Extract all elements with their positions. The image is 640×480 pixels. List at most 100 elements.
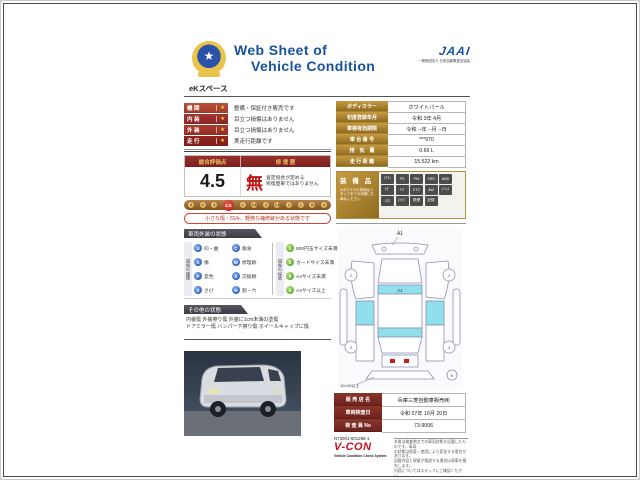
- scale-grade-dot: 3: [262, 202, 269, 208]
- rating-rows: 機 関 ★ 整備・保証付き販売です 内 装 ★ 目立つ損傷はありません 外: [184, 103, 331, 147]
- star-icon: ★: [216, 127, 225, 133]
- scale-grade-dot: 3.5: [251, 202, 258, 208]
- damage-type-text: さび: [204, 288, 214, 294]
- vehicle-photo: [184, 351, 301, 436]
- rating-description: 実走行距離です: [234, 139, 273, 145]
- damage-degree-item: 4 A4サイズ以上: [286, 285, 337, 295]
- sheet-title-line2: Vehicle Condition: [251, 58, 376, 74]
- damage-type-item: U 凹・曲: [194, 243, 218, 253]
- damage-code-icon: A: [194, 258, 202, 266]
- rating-label-text: 機 関: [187, 106, 200, 112]
- wheel-mark: 3: [448, 345, 451, 350]
- equipment-badge: PW: [410, 174, 423, 184]
- spec-value: 15,522 km: [388, 156, 466, 168]
- equipment-box: 装 備 品 ※おクルマの詳細はスタッフまでお気軽にお尋ねください ｴｱｺﾝ PS…: [336, 171, 466, 219]
- scale-grade-dot: 2.5: [274, 202, 281, 208]
- rating-description: 目立つ損傷はありません: [234, 128, 295, 134]
- disclaimer-line: 内容についてはスタッフにご確認ください。: [394, 468, 463, 478]
- degree-code-icon: 4: [286, 286, 294, 294]
- star-icon: ★: [216, 116, 225, 122]
- damage-types-col1: U 凹・曲 A 傷 P 変色 S さび: [194, 243, 218, 299]
- spec-label: 車検有効期限: [336, 123, 388, 134]
- disclaimer-line: 記載内容と現車が相違する場合は現車を優先します。: [394, 459, 467, 468]
- spec-row: ボディカラー ホワイトパール: [336, 101, 466, 113]
- degree-text: A4サイズ未満: [296, 274, 326, 280]
- score-note-bubble: 小さな傷・凹み、軽微な補修跡がある状態です: [184, 213, 331, 224]
- rating-row: 外 装 ★ 目立つ損傷はありません: [184, 125, 331, 135]
- sheet-content: ★ Web Sheet of Vehicle Condition JAAI 一般…: [184, 39, 471, 479]
- rating-label: 外 装 ★: [184, 125, 228, 135]
- scale-grade-dot: 4: [239, 202, 246, 208]
- damage-type-item: W 修理跡: [232, 257, 256, 267]
- spec-row: 排 気 量 0.66 L: [336, 145, 466, 157]
- rating-description: 目立つ損傷はありません: [234, 117, 295, 123]
- emblem-ribbon: [198, 72, 220, 77]
- equipment-note: ※おクルマの詳細はスタッフまでお気軽にお尋ねください: [340, 188, 374, 201]
- damage-type-text: 割・穴: [242, 288, 257, 294]
- degree-code-icon: 3: [286, 272, 294, 280]
- rating-description: 整備・保証付き販売です: [234, 106, 295, 112]
- section-tab-other: その他の状態: [184, 305, 248, 314]
- sales-row: 車両検査日 令和 07年 10月 20日: [334, 406, 466, 420]
- damage-code-icon: W: [232, 258, 240, 266]
- scale-grade-dot: 6: [199, 202, 206, 208]
- damage-degree-item: 1 500円玉サイズ未満: [286, 243, 337, 253]
- scale-grade-dot: 4.5: [222, 199, 234, 211]
- repair-history-value: 無: [246, 174, 263, 193]
- equipment-badge: ABS: [439, 174, 452, 184]
- vcon-logo: V-CON: [334, 441, 372, 453]
- section-divider-bottom: [184, 339, 331, 340]
- repair-history-note: 査定協会が定める 修復歴車ではありません: [266, 176, 319, 188]
- diagram-front-label: A1: [397, 231, 403, 237]
- degree-text: A4サイズ以上: [296, 288, 326, 294]
- damage-type-text: 腐食: [242, 246, 252, 252]
- damage-type-text: 傷: [204, 260, 209, 266]
- equipment-badge: AW: [424, 185, 438, 195]
- rear-damage-mark: [390, 359, 395, 363]
- other-condition-line2: ドアミラー傷 バンパー下擦り傷 ホイールキャップに傷: [186, 324, 309, 330]
- damage-type-text: 交換跡: [242, 274, 257, 280]
- section-tab-exterior: 車両外装の状態: [184, 229, 262, 238]
- repair-note-line1: 査定協会が定める: [266, 175, 305, 181]
- rating-label-text: 内 装: [187, 117, 200, 123]
- equipment-badge: ﾅﾋﾞ: [381, 185, 394, 195]
- scale-grade-dot: S: [188, 202, 194, 208]
- damage-degrees: 1 500円玉サイズ未満 2 カードサイズ未満 3 A4サイズ未満 4: [286, 243, 337, 299]
- vcon-logo-subtext: Vehicle Condition Check System: [334, 454, 387, 458]
- scale-grade-dot: 2: [286, 202, 292, 208]
- disclaimer-line: の状態は保管・使用により変化する場合があります。: [394, 449, 467, 459]
- star-icon: ★: [216, 138, 225, 144]
- score-header: 総合評価点: [185, 156, 241, 167]
- header-divider: [184, 96, 470, 97]
- degree-text: 500円玉サイズ未満: [296, 246, 338, 252]
- spec-label: 初度登録年月: [336, 112, 388, 123]
- damage-degree-label: 損傷の程度: [276, 242, 284, 296]
- legend-divider: [272, 243, 273, 295]
- damage-type-item: A 傷: [194, 257, 218, 267]
- vehicle-model-name: eKスペース: [189, 84, 228, 93]
- damage-types-col2: C 腐食 W 修理跡 X 交換跡 H 割・穴: [232, 243, 256, 299]
- equipment-badge: ETC: [410, 185, 423, 195]
- repair-history-header: 修 復 歴: [275, 159, 296, 166]
- sales-table: 販 売 店 名 兵庫三菱自動車販売㈱ 車両検査日 令和 07年 10月 20日 …: [334, 393, 466, 433]
- diagram-roof-label: A1: [397, 288, 403, 293]
- report-serial-number: N73001-001296-1: [334, 436, 370, 441]
- scale-grade-dot: 1: [297, 202, 304, 208]
- other-condition-line1: 内装傷 外装擦り傷 外装に1cm未満の塗傷: [186, 317, 279, 323]
- wheel-mark: 2: [448, 273, 451, 278]
- rating-label: 内 装 ★: [184, 114, 228, 124]
- emblem-star-icon: ★: [203, 49, 215, 63]
- equipment-badge: 禁煙: [410, 196, 423, 206]
- rating-label-text: 外 装: [187, 128, 200, 134]
- jaai-subtext: 一般財団法人 日本自動車査定協会: [418, 59, 470, 63]
- damage-type-item: X 交換跡: [232, 271, 256, 281]
- sales-row: 販 売 店 名 兵庫三菱自動車販売㈱: [334, 393, 466, 407]
- repair-history: 無 査定協会が定める 修復歴車ではありません: [241, 167, 330, 196]
- damage-type-item: H 割・穴: [232, 285, 256, 295]
- spec-row: 車検有効期限 令和 --年 --月 --日: [336, 123, 466, 135]
- equipment-badges: ｴｱｺﾝ PS PW SRS ABS ﾅﾋﾞ TV ETC AW: [379, 172, 465, 218]
- scale-grade-dot: 5: [211, 202, 218, 208]
- damage-type-text: 凹・曲: [204, 246, 219, 252]
- star-icon: ★: [216, 105, 225, 111]
